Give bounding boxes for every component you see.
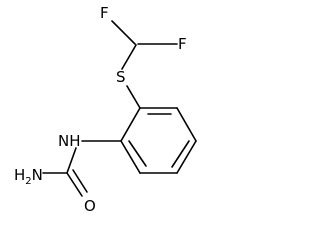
bond-s-ring bbox=[126, 85, 141, 109]
ring-bond-5 bbox=[120, 140, 141, 174]
bond-nh-carbonyl bbox=[66, 147, 77, 174]
atom-amine-nh2: H2N bbox=[14, 166, 43, 187]
atom-fluorine-top: F bbox=[100, 4, 109, 22]
structure-diagram: F F S NH O H2N bbox=[14, 4, 197, 215]
bond-carbonyl-o-second bbox=[72, 169, 88, 193]
ring-bond-2 bbox=[176, 107, 197, 142]
amine-h-label: H bbox=[14, 166, 25, 184]
atom-sulfur: S bbox=[116, 68, 126, 86]
bond-carbonyl-o bbox=[66, 172, 83, 197]
ring-bond-3 bbox=[176, 140, 197, 174]
ring-bond-6 bbox=[120, 107, 141, 142]
ring-bond-3-inner bbox=[171, 140, 190, 168]
atom-amide-nh: NH bbox=[58, 132, 81, 150]
bond-f-top-chf2 bbox=[111, 20, 136, 45]
amine-n-label: N bbox=[32, 166, 43, 184]
bond-chf2-s bbox=[121, 44, 137, 70]
amine-subscript-label: 2 bbox=[25, 176, 31, 187]
atom-fluorine-right: F bbox=[178, 35, 187, 53]
ring-bond-5-inner bbox=[128, 140, 147, 167]
atom-carbonyl-oxygen: O bbox=[84, 197, 96, 215]
